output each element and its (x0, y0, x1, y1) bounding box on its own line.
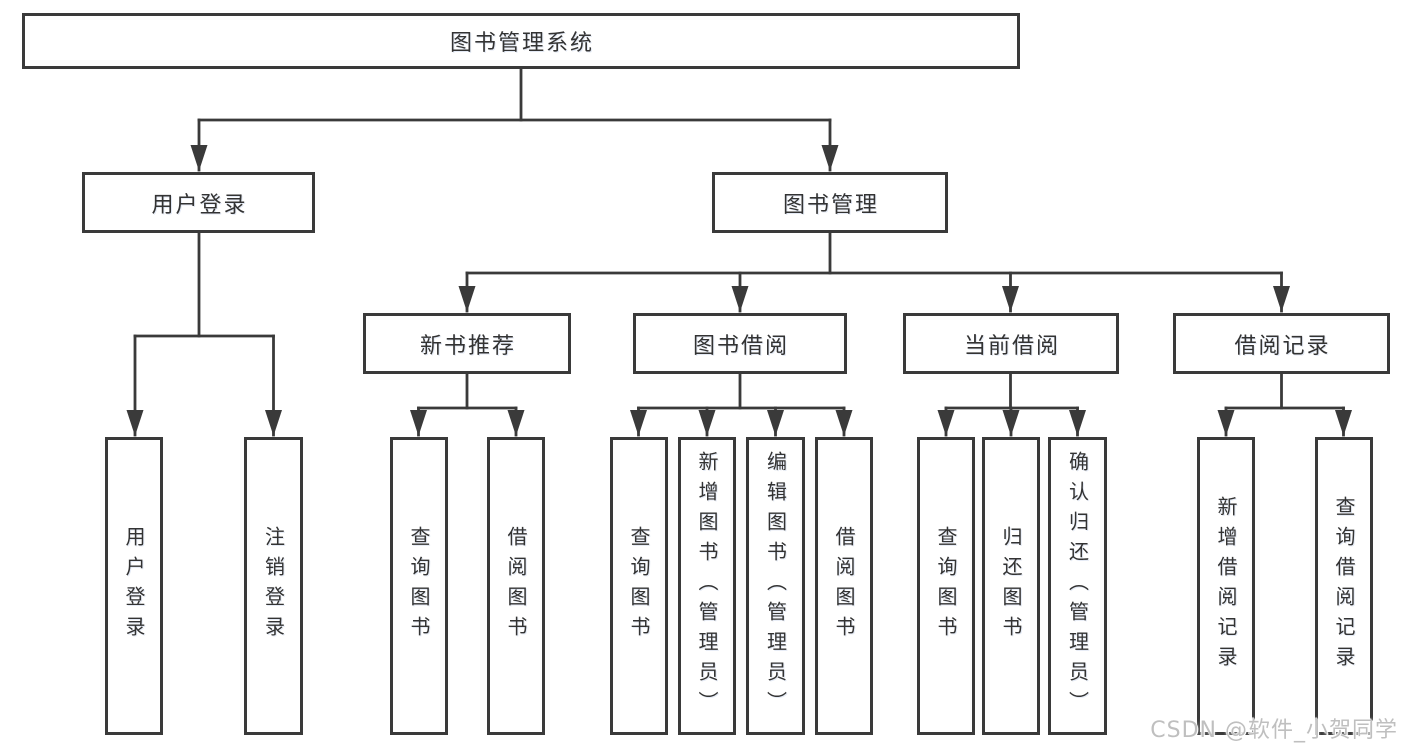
node-book-management: 图书管理 (712, 172, 948, 233)
leaf-edit-books-admin: 编辑图书（管理员） (746, 437, 805, 735)
leaf-query-borrow-record: 查询借阅记录 (1315, 437, 1373, 735)
leaf-confirm-return-admin: 确认归还（管理员） (1048, 437, 1107, 735)
leaf-edit-books-admin-label: 编辑图书（管理员） (763, 451, 788, 721)
leaf-user-login: 用户登录 (105, 437, 163, 735)
leaf-query-books-current: 查询图书 (917, 437, 975, 735)
leaf-logout-label: 注销登录 (261, 526, 286, 646)
leaf-query-books-borrowing-label: 查询图书 (627, 526, 651, 646)
leaf-return-books: 归还图书 (982, 437, 1040, 735)
node-new-book-recommendation: 新书推荐 (363, 313, 571, 374)
leaf-user-login-label: 用户登录 (122, 526, 146, 646)
leaf-return-books-label: 归还图书 (999, 526, 1023, 646)
leaf-borrow-books-recommend: 借阅图书 (487, 437, 545, 735)
leaf-query-borrow-record-label: 查询借阅记录 (1332, 496, 1356, 676)
leaf-add-books-admin: 新增图书（管理员） (678, 437, 736, 735)
csdn-watermark: CSDN @软件_小贺同学 (1150, 718, 1398, 743)
leaf-query-books-recommend-label: 查询图书 (407, 526, 431, 646)
leaf-logout: 注销登录 (244, 437, 303, 735)
node-book-borrowing: 图书借阅 (633, 313, 847, 374)
leaf-add-borrow-record-label: 新增借阅记录 (1214, 496, 1238, 676)
leaf-query-books-recommend: 查询图书 (390, 437, 448, 735)
node-root-library-system: 图书管理系统 (22, 13, 1020, 69)
leaf-borrow-books-borrowing: 借阅图书 (815, 437, 873, 735)
node-user-login: 用户登录 (82, 172, 315, 233)
leaf-add-borrow-record: 新增借阅记录 (1197, 437, 1255, 735)
leaf-borrow-books-recommend-label: 借阅图书 (504, 526, 528, 646)
leaf-add-books-admin-label: 新增图书（管理员） (695, 451, 719, 721)
leaf-borrow-books-borrowing-label: 借阅图书 (832, 526, 856, 646)
leaf-query-books-borrowing: 查询图书 (610, 437, 668, 735)
node-current-borrowing: 当前借阅 (903, 313, 1119, 374)
leaf-query-books-current-label: 查询图书 (934, 526, 958, 646)
leaf-confirm-return-admin-label: 确认归还（管理员） (1065, 451, 1090, 721)
node-borrowing-records: 借阅记录 (1173, 313, 1390, 374)
